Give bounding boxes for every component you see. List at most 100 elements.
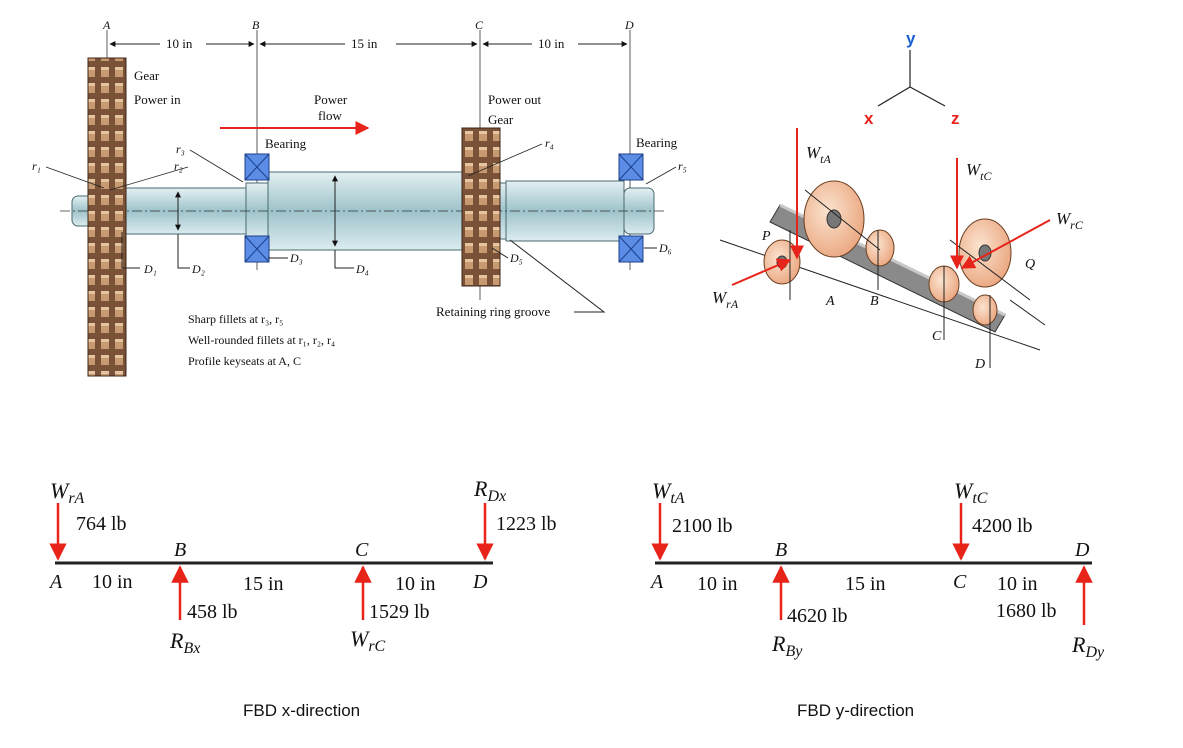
iso-label-c: C [932,329,942,344]
leader-retaining-ring [509,239,606,313]
leader-d5 [491,247,509,259]
fbd-y-span-cd: 10 in [997,573,1038,595]
label-r3: r₃ [176,142,185,156]
gear-right [461,127,501,287]
label-bearing-right: Bearing [636,135,678,150]
leader-r1 [45,166,105,189]
fbd-x-station-a: A [48,571,63,593]
axis-label-x: x [864,109,874,128]
fbd-x-label-rbx: RBx [169,628,200,657]
label-power-in: Power in [134,92,181,107]
fbd-y-value-wta: 2100 lb [672,515,733,537]
label-r5: r₅ [678,159,687,173]
iso-label-wrc: WrC [1056,209,1084,232]
label-power-flow-2: flow [318,108,342,123]
iso-bearing-b [865,229,895,267]
leader-d4 [334,250,354,269]
iso-label-wtc: WtC [966,160,993,183]
fbd-y-station-c: C [953,571,967,593]
label-r1: r₁ [32,159,41,173]
label-r2: r₂ [174,159,183,173]
iso-label-wra: WrA [712,288,739,311]
span-label-ab: 10 in [166,36,193,51]
label-d2: D₂ [191,262,205,276]
axes-triad: y x z [864,29,960,128]
span-label-bc: 15 in [351,36,378,51]
fbd-x-span-ab: 10 in [92,571,133,593]
fbd-y-span-bc: 15 in [845,573,886,595]
fbd-x-label-wrc: WrC [350,626,386,655]
label-d6: D₆ [658,241,672,255]
fbd-y-value-rby: 4620 lb [787,605,848,627]
fbd-x-caption: FBD x-direction [243,701,360,720]
label-d5: D₅ [509,251,523,265]
leader-d2 [177,234,190,269]
bearing-left [244,153,270,263]
station-label-a: A [102,18,111,32]
gear-left [87,57,127,377]
iso-label-a: A [825,294,835,309]
iso-label-d: D [974,357,985,372]
note-sharp-fillets: Sharp fillets at r₃, r₅ [188,312,283,326]
fbd-x-station-d: D [472,571,488,593]
label-d4: D₄ [355,262,369,276]
fbd-x-station-b: B [174,539,186,561]
leader-r2 [109,166,189,191]
fbd-x-label-rdx: RDx [473,476,506,505]
fbd-y-label-wta: WtA [652,478,685,507]
station-label-c: C [475,18,484,32]
fbd-x-value-wrc: 1529 lb [369,601,430,623]
fbd-y-caption: FBD y-direction [797,701,914,720]
shaft-drawing: A B C D 10 in 15 in 10 in [32,18,687,377]
fbd-y-value-rdy: 1680 lb [996,600,1057,622]
leader-r4 [467,143,543,177]
fbd-y-label-rby: RBy [771,631,803,660]
label-d3: D₃ [289,251,303,265]
fbd-y-station-d: D [1074,539,1090,561]
leader-r5 [645,166,677,185]
fbd-y-station-a: A [649,571,664,593]
fbd-x-value-rbx: 458 lb [187,601,238,623]
fbd-x-label-wra: WrA [50,478,85,507]
label-gear-right: Gear [488,112,514,127]
span-label-cd: 10 in [538,36,565,51]
note-rounded-fillets: Well-rounded fillets at r₁, r₂, r₄ [188,333,335,347]
fbd-x-span-cd: 10 in [395,573,436,595]
bearing-right [618,153,644,263]
fbd-y-value-wtc: 4200 lb [972,515,1033,537]
leader-r3 [189,149,244,183]
iso-label-b: B [870,294,879,309]
iso-label-p: P [761,229,771,244]
label-bearing-left: Bearing [265,136,307,151]
fbd-y: WtA 2100 lb B D A C 10 in 15 in 10 in 46… [649,478,1105,720]
fbd-y-span-ab: 10 in [697,573,738,595]
iso-force-wra [731,258,792,286]
fbd-x-station-c: C [355,539,369,561]
iso-shaft-assembly [719,180,1046,368]
fbd-x: WrA 764 lb B C A D 10 in 15 in 10 in 458… [48,476,557,720]
fbd-y-station-b: B [775,539,787,561]
leader-d1 [121,232,140,269]
label-power-out: Power out [488,92,541,107]
fbd-x-span-bc: 15 in [243,573,284,595]
fbd-y-label-rdy: RDy [1071,632,1105,661]
fbd-y-label-wtc: WtC [954,478,988,507]
station-label-d: D [624,18,634,32]
fbd-x-value-rdx: 1223 lb [496,513,557,535]
label-retaining-ring: Retaining ring groove [436,304,550,319]
iso-force-wrc [960,219,1051,269]
isometric-view: y x z [712,29,1084,372]
iso-bearing-d [972,294,998,326]
iso-label-wta: WtA [806,143,832,166]
axis-label-y: y [906,29,916,48]
label-r4: r₄ [545,136,554,150]
label-d1: D₁ [143,262,157,276]
note-keyseats: Profile keyseats at A, C [188,354,301,368]
fbd-x-value-wra: 764 lb [76,513,127,535]
label-power-flow-1: Power [314,92,348,107]
axis-label-z: z [951,109,960,128]
iso-label-q: Q [1025,257,1035,272]
station-label-b: B [252,18,260,32]
label-gear-left: Gear [134,68,160,83]
